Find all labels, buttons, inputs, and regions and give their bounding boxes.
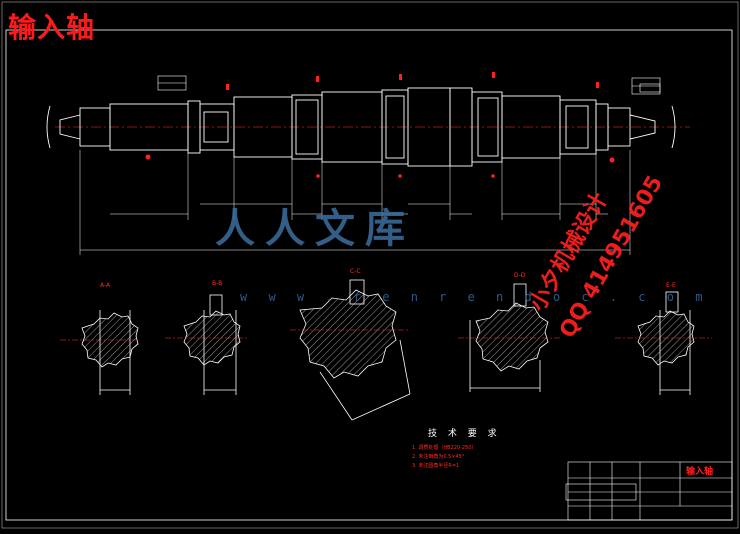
watermark-url: w w w . r e n r e n d o c . c o m [240, 290, 710, 304]
dimension-lines [79, 150, 631, 255]
section-label-c: C-C [350, 268, 361, 275]
cross-sections [60, 279, 712, 421]
section-label-d: D-D [514, 272, 526, 279]
tech-requirement-1: 1. 调质处理（HB220-250） [412, 445, 477, 451]
title-block-name: 输入轴 [686, 467, 714, 477]
section-label-e: E-E [666, 282, 676, 289]
section-label-a: A-A [100, 282, 111, 289]
shaft-profile [46, 87, 676, 167]
section-label-b: B-B [212, 280, 223, 287]
title-block [565, 461, 733, 521]
drawing-frame [5, 29, 733, 521]
section-markers [145, 72, 615, 178]
drawing-title: 输入轴 [8, 11, 96, 44]
tech-requirements-title: 技 术 要 求 [428, 429, 501, 439]
watermark-site: 人人文库 [215, 205, 415, 252]
tolerance-frames [157, 75, 661, 95]
tech-requirement-2: 2. 未注倒角为0.5×45° [412, 454, 465, 460]
tech-requirement-3: 3. 未注圆角半径R=1 [412, 463, 460, 469]
